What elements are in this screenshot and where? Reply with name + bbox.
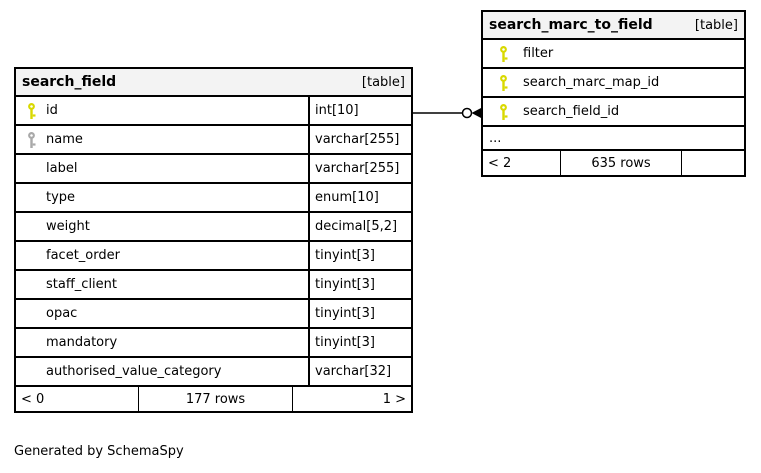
column-type: enum[10] xyxy=(308,184,411,211)
table-row: name varchar[255] xyxy=(16,126,411,155)
table-row: staff_client tinyint[3] xyxy=(16,271,411,300)
column-name: label xyxy=(46,161,78,176)
many-arrowhead-marker xyxy=(471,107,482,119)
column-type: tinyint[3] xyxy=(308,271,411,298)
zero-circle-marker xyxy=(461,107,473,119)
column-type: tinyint[3] xyxy=(308,300,411,327)
primary-key-icon xyxy=(499,45,507,62)
column-name: type xyxy=(46,190,76,205)
table-row-ellipsis: ... xyxy=(483,127,744,151)
table-badge: [table] xyxy=(694,17,738,33)
column-type: varchar[255] xyxy=(308,155,411,182)
primary-key-icon xyxy=(499,74,507,91)
column-name: opac xyxy=(46,306,78,321)
table-box-search-marc-to-field[interactable]: search_marc_to_field [table] filter sear… xyxy=(481,10,746,177)
column-type: varchar[32] xyxy=(308,358,411,385)
table-header-search-marc-to-field[interactable]: search_marc_to_field [table] xyxy=(483,12,744,40)
primary-key-icon xyxy=(27,102,35,119)
table-name[interactable]: search_marc_to_field xyxy=(489,17,653,33)
column-type: tinyint[3] xyxy=(308,329,411,356)
generated-by-label: Generated by SchemaSpy xyxy=(14,444,184,459)
column-name: mandatory xyxy=(46,335,118,350)
children-count xyxy=(682,151,744,175)
table-row: type enum[10] xyxy=(16,184,411,213)
table-header-search-field[interactable]: search_field [table] xyxy=(16,69,411,97)
relationship-connector xyxy=(413,107,482,119)
column-name: id xyxy=(46,103,58,118)
children-count: 1 > xyxy=(382,391,406,407)
column-type: varchar[255] xyxy=(308,126,411,153)
column-name: facet_order xyxy=(46,248,120,263)
index-key-icon xyxy=(27,131,35,148)
table-footer: < 0 177 rows 1 > xyxy=(16,387,411,411)
table-row: opac tinyint[3] xyxy=(16,300,411,329)
column-name: name xyxy=(46,132,83,147)
column-name: weight xyxy=(46,219,90,234)
table-row: id int[10] xyxy=(16,97,411,126)
column-name: search_field_id xyxy=(523,104,620,119)
column-type: decimal[5,2] xyxy=(308,213,411,240)
primary-key-icon xyxy=(499,103,507,120)
column-name: search_marc_map_id xyxy=(523,75,660,90)
table-row: label varchar[255] xyxy=(16,155,411,184)
table-row: mandatory tinyint[3] xyxy=(16,329,411,358)
parents-count: < 0 xyxy=(21,391,45,407)
table-row: weight decimal[5,2] xyxy=(16,213,411,242)
table-row: search_field_id xyxy=(483,98,744,127)
table-badge: [table] xyxy=(361,74,405,90)
column-name: authorised_value_category xyxy=(46,364,222,379)
table-row: filter xyxy=(483,40,744,69)
rows-count: 635 rows xyxy=(560,151,682,175)
column-name: staff_client xyxy=(46,277,117,292)
table-row: authorised_value_category varchar[32] xyxy=(16,358,411,387)
column-type: int[10] xyxy=(308,97,411,124)
parents-count: < 2 xyxy=(488,155,512,171)
table-row: facet_order tinyint[3] xyxy=(16,242,411,271)
table-row: search_marc_map_id xyxy=(483,69,744,98)
rows-count: 177 rows xyxy=(138,387,293,411)
column-type: tinyint[3] xyxy=(308,242,411,269)
table-name[interactable]: search_field xyxy=(22,74,117,90)
column-name: filter xyxy=(523,46,554,61)
table-footer: < 2 635 rows xyxy=(483,151,744,175)
ellipsis-label: ... xyxy=(489,130,502,146)
table-box-search-field[interactable]: search_field [table] id int[10] name var… xyxy=(14,67,413,413)
